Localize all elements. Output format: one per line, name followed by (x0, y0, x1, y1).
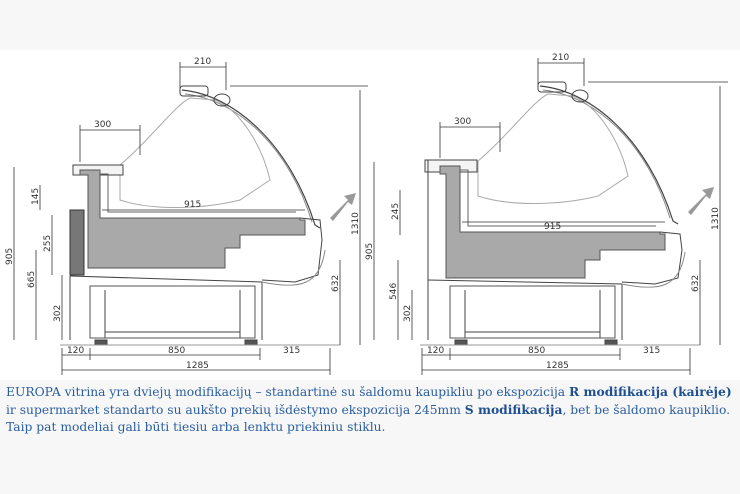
left-dim-120: 120 (67, 346, 84, 356)
left-evaporator (79, 169, 306, 269)
right-dim-labels: 210 300 915 245 905 546 302 1310 632 120… (365, 53, 721, 371)
right-case-drawing (420, 81, 700, 346)
left-dim-210: 210 (194, 57, 211, 67)
caption-bold-s-mod: S modifikacija (464, 402, 563, 417)
right-base-frame (449, 285, 616, 339)
left-dim-905: 905 (5, 248, 15, 265)
caption-bold-r-mod: R modifikacija (kairėje) (569, 384, 732, 399)
right-dim-315: 315 (643, 346, 660, 356)
right-dim-546: 546 (389, 283, 399, 300)
technical-drawing: 210 300 915 145 255 905 665 302 1310 632… (5, 53, 728, 375)
right-dimensions (373, 58, 728, 375)
right-dim-210: 210 (552, 53, 569, 63)
left-top-lamp (179, 85, 209, 97)
right-dim-915: 915 (544, 222, 561, 232)
left-dim-665: 665 (27, 271, 37, 288)
right-dim-1310: 1310 (711, 207, 721, 230)
right-dim-300: 300 (454, 117, 471, 127)
left-case-drawing (60, 85, 340, 346)
left-airflow-arrow (330, 193, 356, 221)
right-dim-245: 245 (391, 203, 401, 220)
right-glass-curve (539, 85, 679, 225)
drawing-area: 210 300 915 145 255 905 665 302 1310 632… (0, 50, 740, 380)
left-dim-850: 850 (168, 346, 185, 356)
left-dim-labels: 210 300 915 145 255 905 665 302 1310 632… (5, 57, 361, 371)
left-dim-302: 302 (53, 305, 63, 322)
right-insulation (439, 165, 666, 279)
left-dim-255: 255 (43, 235, 53, 252)
left-dimensions (13, 62, 368, 375)
left-canopy-dome (119, 97, 271, 208)
right-dim-1285: 1285 (546, 361, 569, 371)
left-dim-300: 300 (94, 120, 111, 130)
caption-part-2: ir supermarket standarto su aukšto preki… (6, 403, 465, 417)
left-dim-1285: 1285 (186, 361, 209, 371)
right-dim-850: 850 (528, 346, 545, 356)
description-caption: EUROPA vitrina yra dviejų modifikacijų –… (6, 383, 738, 436)
right-dim-120: 120 (427, 346, 444, 356)
left-dim-915: 915 (184, 200, 201, 210)
right-airflow-arrow (688, 187, 714, 215)
left-dim-145: 145 (31, 188, 41, 205)
right-canopy-dome (477, 93, 629, 204)
right-dim-302: 302 (403, 305, 413, 322)
left-dim-1310: 1310 (351, 212, 361, 235)
left-dim-315: 315 (283, 346, 300, 356)
left-base-frame (89, 285, 256, 339)
left-dim-632: 632 (331, 275, 341, 292)
left-glass-curve (181, 89, 321, 229)
right-dim-905: 905 (365, 243, 375, 260)
caption-part-1: EUROPA vitrina yra dviejų modifikacijų –… (6, 385, 569, 399)
caption-part-3: , bet be šaldomo kaupiklio. Taip pat mod… (6, 403, 731, 434)
right-dim-632: 632 (691, 275, 701, 292)
right-top-lamp (537, 81, 567, 93)
